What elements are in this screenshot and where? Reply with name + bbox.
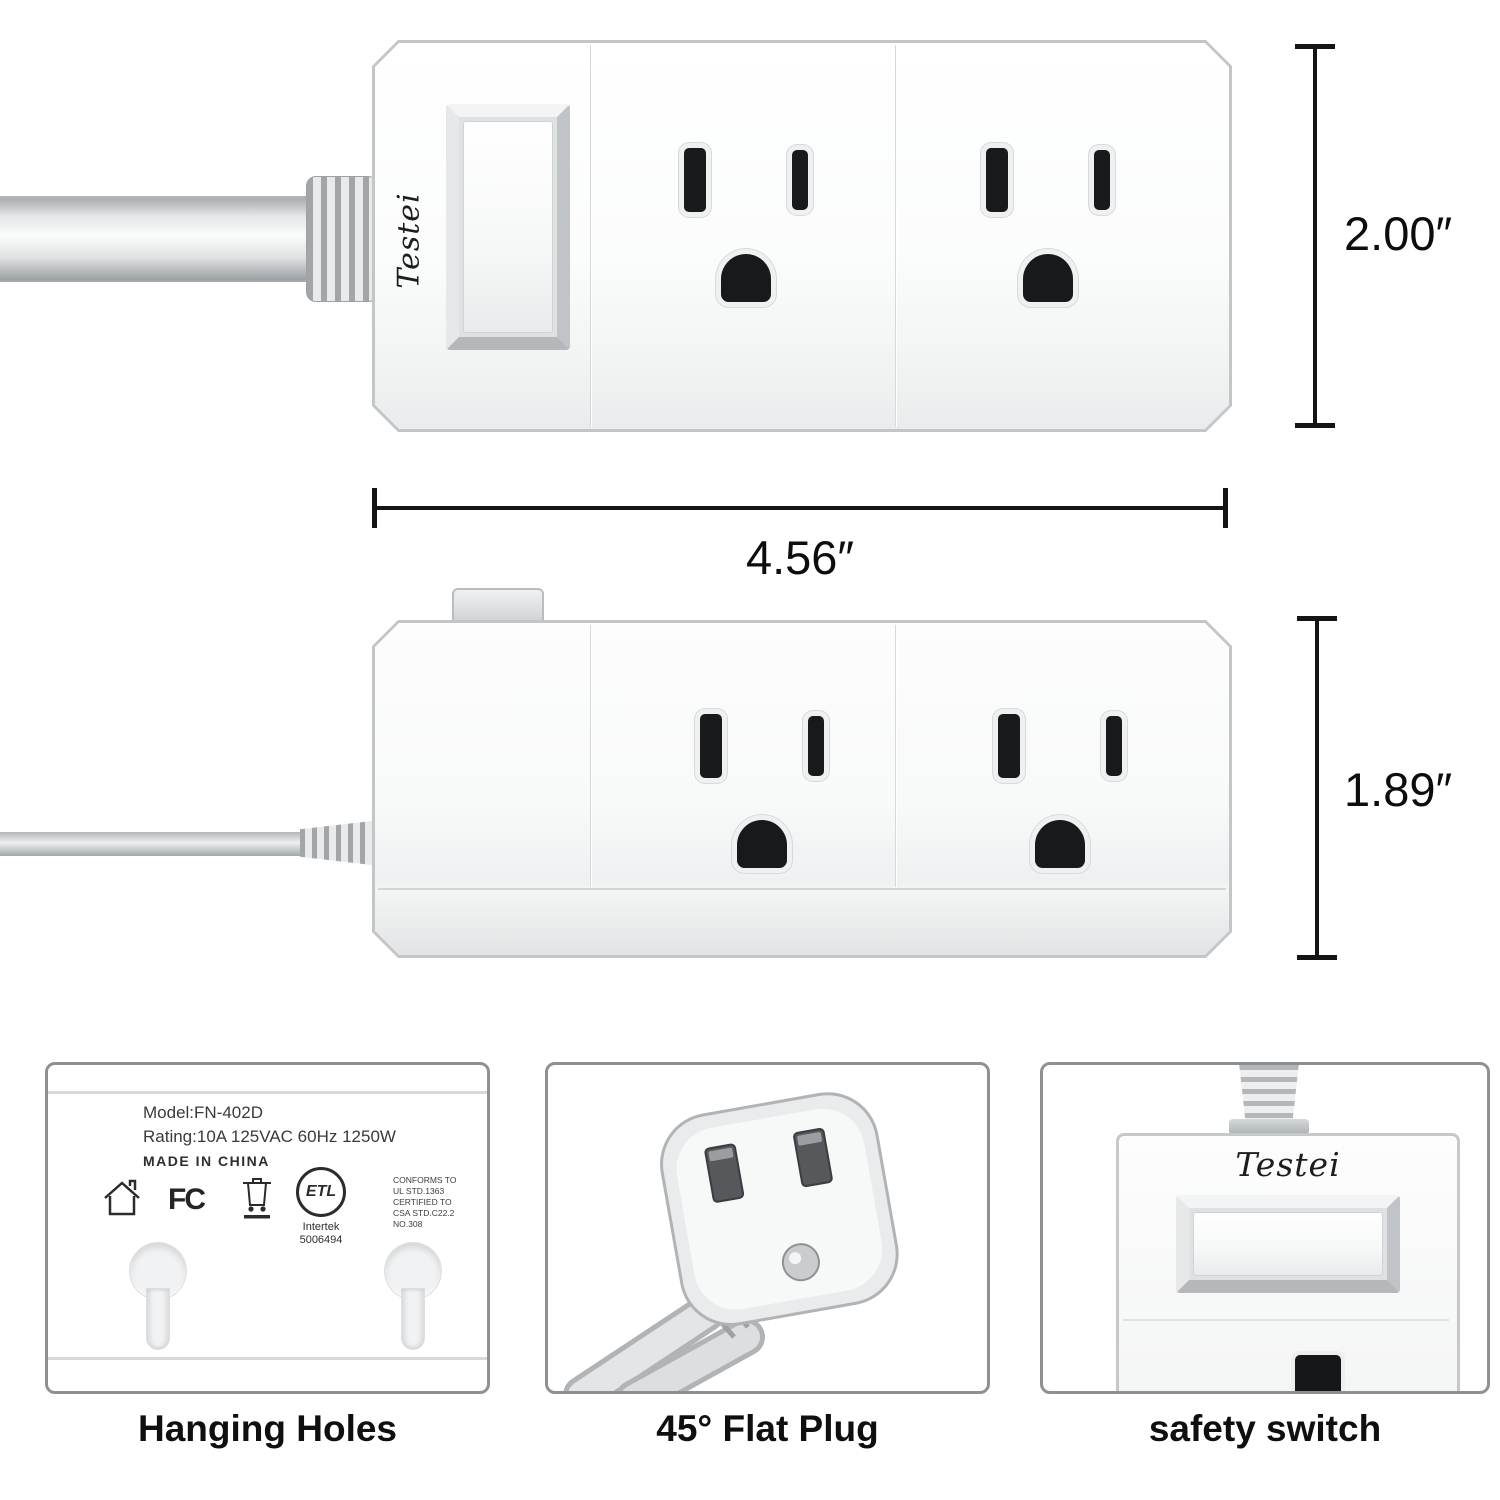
outlet-2[interactable] bbox=[958, 138, 1138, 348]
power-strip-front-view: Testei bbox=[372, 40, 1232, 432]
flat-plug-illustration bbox=[563, 1092, 899, 1391]
brand-logo-vertical: Testei bbox=[378, 158, 440, 322]
indoor-use-house-icon bbox=[100, 1177, 144, 1224]
power-switch-rocker[interactable] bbox=[463, 121, 553, 333]
hanging-holes-box: Model:FN-402D Rating:10A 125VAC 60Hz 125… bbox=[45, 1062, 490, 1394]
section-divider bbox=[895, 625, 897, 887]
panel-ridge-line bbox=[48, 1091, 487, 1094]
hot-slot-icon bbox=[1106, 716, 1122, 776]
cord-collar bbox=[1229, 1119, 1309, 1135]
body-edge-line bbox=[378, 888, 1226, 890]
panel-ridge-line bbox=[48, 1357, 487, 1360]
hot-slot-icon bbox=[792, 150, 808, 210]
ground-hole-icon bbox=[721, 254, 771, 302]
safety-switch-box: Testei bbox=[1040, 1062, 1490, 1394]
conformity-statement: CONFORMS TO UL STD.1363 CERTIFIED TO CSA… bbox=[393, 1175, 457, 1230]
intertek-number: 5006494 bbox=[299, 1234, 343, 1246]
hanging-holes-label: Hanging Holes bbox=[137, 1408, 398, 1449]
body-edge-line bbox=[1123, 1319, 1449, 1321]
intertek-label: Intertek bbox=[302, 1221, 340, 1233]
ground-hole-icon bbox=[737, 820, 787, 868]
fcc-icon: FC bbox=[168, 1183, 206, 1216]
weee-bin-icon bbox=[238, 1171, 276, 1228]
power-strip-side-view bbox=[372, 620, 1232, 958]
country-of-origin: MADE IN CHINA bbox=[143, 1153, 270, 1169]
height-dimension-label: 2.00″ bbox=[1344, 207, 1453, 260]
side-height-dimension-label: 1.89″ bbox=[1344, 763, 1453, 816]
section-divider bbox=[590, 625, 592, 887]
hanging-hole-left bbox=[130, 1243, 186, 1351]
dimension-line bbox=[374, 506, 1226, 510]
safety-switch-label: safety switch bbox=[1148, 1408, 1382, 1449]
cord-strain-relief-closeup bbox=[1239, 1065, 1299, 1121]
etl-listed-icon: ETL bbox=[296, 1167, 346, 1217]
power-switch[interactable] bbox=[446, 104, 570, 350]
dimension-cap bbox=[1297, 955, 1337, 960]
ground-hole-icon bbox=[1023, 254, 1073, 302]
keyhole-stem bbox=[402, 1289, 424, 1349]
hanging-hole-right bbox=[385, 1243, 441, 1351]
neutral-slot-icon bbox=[998, 714, 1020, 778]
cord-strain-relief-side bbox=[300, 820, 380, 866]
power-cord-side bbox=[0, 832, 312, 856]
ground-hole-icon bbox=[1035, 820, 1085, 868]
safety-switch-closeup[interactable] bbox=[1176, 1195, 1400, 1293]
hot-slot-icon bbox=[1094, 150, 1110, 210]
cord-strain-relief-top bbox=[306, 176, 378, 302]
back-panel-text: Model:FN-402D Rating:10A 125VAC 60Hz 125… bbox=[143, 1103, 396, 1169]
height-dimension-top bbox=[1295, 44, 1335, 428]
width-dimension bbox=[372, 488, 1228, 528]
dimension-cap bbox=[1295, 423, 1335, 428]
model-number: Model:FN-402D bbox=[143, 1103, 263, 1122]
outlet-slot-partial bbox=[1295, 1355, 1341, 1391]
electrical-rating: Rating:10A 125VAC 60Hz 1250W bbox=[143, 1127, 396, 1146]
flat-plug-box bbox=[545, 1062, 990, 1394]
outlet-2-side[interactable] bbox=[970, 704, 1150, 914]
width-dimension-label: 4.56″ bbox=[745, 531, 855, 584]
neutral-slot-icon bbox=[986, 148, 1008, 212]
flat-plug-label: 45° Flat Plug bbox=[656, 1408, 879, 1449]
section-divider bbox=[895, 45, 897, 427]
power-strip-side-face bbox=[375, 623, 1229, 955]
height-dimension-side bbox=[1297, 616, 1337, 960]
neutral-slot-icon bbox=[700, 714, 722, 778]
power-switch-side-profile bbox=[452, 588, 544, 624]
dimension-line bbox=[1313, 46, 1317, 426]
power-cord-top bbox=[0, 196, 312, 282]
hot-slot-icon bbox=[808, 716, 824, 776]
keyhole-stem bbox=[147, 1289, 169, 1349]
brand-logo-text: Testei bbox=[391, 191, 427, 289]
dimension-cap bbox=[1223, 488, 1228, 528]
section-divider bbox=[590, 45, 592, 427]
outlet-1-side[interactable] bbox=[672, 704, 852, 914]
neutral-slot-icon bbox=[684, 148, 706, 212]
safety-switch-rocker[interactable] bbox=[1193, 1212, 1383, 1276]
brand-logo-closeup: Testei bbox=[1235, 1145, 1341, 1184]
dimension-line bbox=[1315, 618, 1319, 958]
outlet-1[interactable] bbox=[656, 138, 836, 348]
